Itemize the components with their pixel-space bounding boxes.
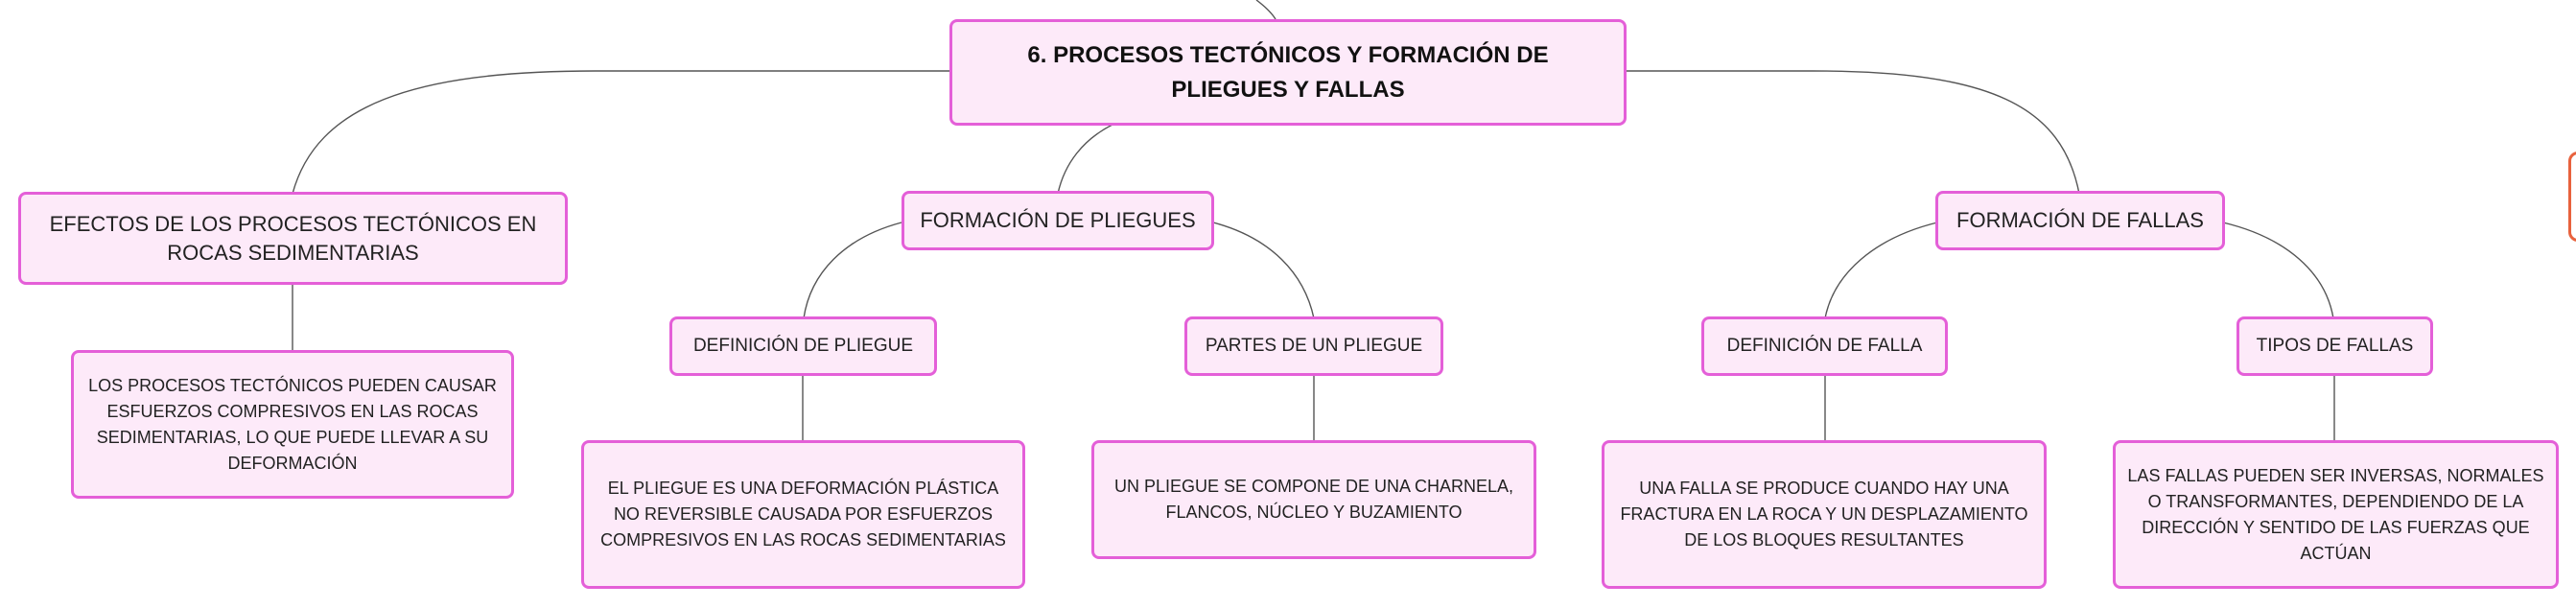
root-node[interactable]: 6. PROCESOS TECTÓNICOS Y FORMACIÓN DE PL… (949, 19, 1627, 126)
faults-node[interactable]: FORMACIÓN DE FALLAS (1935, 191, 2225, 250)
connector-root-folds (1057, 124, 1113, 195)
fault-types-detail-node[interactable]: LAS FALLAS PUEDEN SER INVERSAS, NORMALES… (2113, 440, 2559, 589)
connector-folds-parts (1212, 222, 1315, 319)
fold-parts-node[interactable]: PARTES DE UN PLIEGUE (1184, 316, 1443, 376)
connector-offscreen-parent (1255, 0, 1276, 20)
connector-faults-types (2222, 222, 2334, 319)
effects-node[interactable]: EFECTOS DE LOS PROCESOS TECTÓNICOS EN RO… (18, 192, 568, 285)
effects-node-label: EFECTOS DE LOS PROCESOS TECTÓNICOS EN RO… (49, 211, 537, 265)
effects-detail-node[interactable]: LOS PROCESOS TECTÓNICOS PUEDEN CAUSAR ES… (71, 350, 514, 499)
fold-parts-label: PARTES DE UN PLIEGUE (1205, 336, 1423, 356)
faults-node-label: FORMACIÓN DE FALLAS (1956, 208, 2204, 232)
root-node-label: 6. PROCESOS TECTÓNICOS Y FORMACIÓN DE PL… (1027, 41, 1549, 103)
fold-definition-detail-text: EL PLIEGUE ES UNA DEFORMACIÓN PLÁSTICA N… (600, 479, 1006, 550)
connector-faults-definition (1824, 222, 1938, 319)
connector-folds-definition (803, 222, 902, 319)
folds-node[interactable]: FORMACIÓN DE PLIEGUES (902, 191, 1214, 250)
connector-root-faults (1626, 70, 2080, 195)
effects-detail-text: LOS PROCESOS TECTÓNICOS PUEDEN CAUSAR ES… (88, 375, 497, 473)
fault-definition-detail-text: UNA FALLA SE PRODUCE CUANDO HAY UNA FRAC… (1620, 479, 2028, 550)
folds-node-label: FORMACIÓN DE PLIEGUES (920, 208, 1196, 232)
fold-parts-detail-text: UN PLIEGUE SE COMPONE DE UNA CHARNELA, F… (1113, 477, 1514, 522)
fault-types-node[interactable]: TIPOS DE FALLAS (2236, 316, 2433, 376)
connector-root-effects (292, 70, 949, 195)
fold-definition-label: DEFINICIÓN DE PLIEGUE (692, 336, 914, 356)
fault-definition-node[interactable]: DEFINICIÓN DE FALLA (1701, 316, 1948, 376)
fault-definition-label: DEFINICIÓN DE FALLA (1726, 336, 1923, 356)
fold-definition-detail-node[interactable]: EL PLIEGUE ES UNA DEFORMACIÓN PLÁSTICA N… (581, 440, 1025, 589)
fault-definition-detail-node[interactable]: UNA FALLA SE PRODUCE CUANDO HAY UNA FRAC… (1602, 440, 2047, 589)
fault-types-detail-text: LAS FALLAS PUEDEN SER INVERSAS, NORMALES… (2127, 465, 2544, 563)
fold-parts-detail-node[interactable]: UN PLIEGUE SE COMPONE DE UNA CHARNELA, F… (1091, 440, 1536, 559)
offscreen-node-edge[interactable] (2568, 152, 2576, 242)
fold-definition-node[interactable]: DEFINICIÓN DE PLIEGUE (669, 316, 937, 376)
fault-types-label: TIPOS DE FALLAS (2256, 336, 2414, 356)
